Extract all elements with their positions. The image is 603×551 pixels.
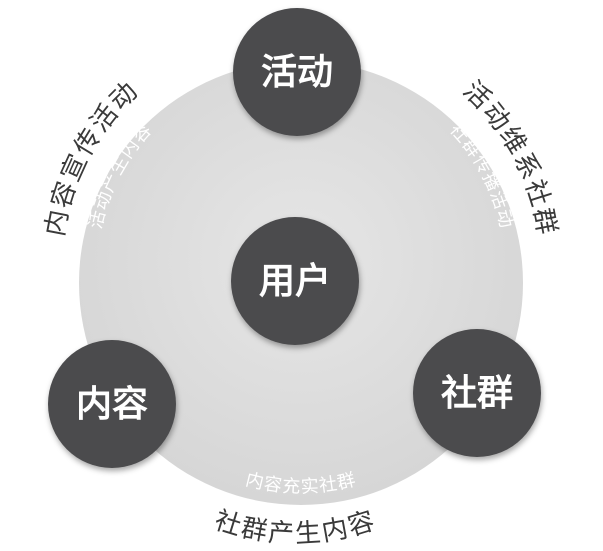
outer-label-bottom: 社群产生内容: [211, 506, 380, 550]
node-top: [233, 8, 361, 136]
node-left-label: 内容: [76, 384, 148, 425]
node-center-label: 用户: [259, 261, 331, 302]
node-top-label: 活动: [261, 52, 333, 93]
node-right-label: 社群: [441, 373, 513, 414]
node-left: [48, 340, 176, 468]
node-right: [413, 329, 541, 457]
node-center: [231, 217, 359, 345]
